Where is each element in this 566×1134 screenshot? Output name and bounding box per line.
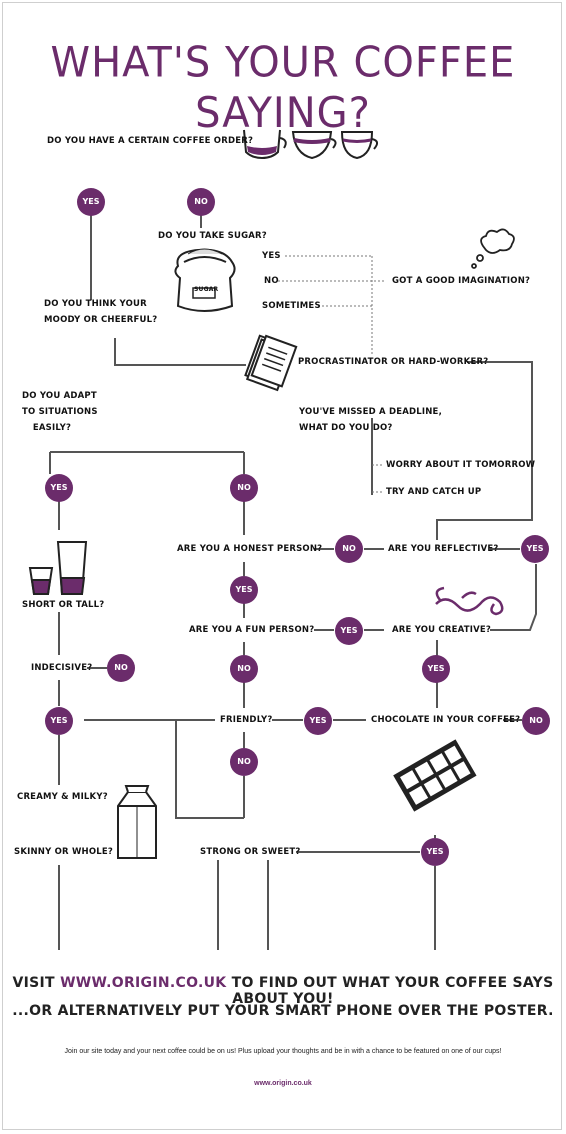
- connector-lines: [49, 215, 537, 950]
- question-friendly: FRIENDLY?: [220, 715, 273, 725]
- option-worry: WORRY ABOUT IT TOMORROW: [386, 460, 536, 470]
- badge-yes: YES: [521, 535, 549, 563]
- short-tall-glasses-icon: [28, 541, 88, 595]
- badge-yes: YES: [45, 474, 73, 502]
- question-strong: STRONG OR SWEET?: [200, 847, 301, 857]
- question-skinny: SKINNY OR WHOLE?: [14, 847, 114, 857]
- chocolate-bar-icon: [393, 739, 477, 812]
- question-short-tall: SHORT OR TALL?: [22, 600, 105, 610]
- question-chocolate: CHOCOLATE IN YOUR COFFEE?: [371, 715, 521, 725]
- sugar-bag-icon: [174, 248, 236, 312]
- question-coffee-order: DO YOU HAVE A CERTAIN COFFEE ORDER?: [47, 136, 254, 146]
- footer-link[interactable]: WWW.ORIGIN.CO.UK: [60, 975, 227, 991]
- option-sugar-yes: YES: [262, 251, 281, 261]
- badge-yes: YES: [77, 188, 105, 216]
- badge-no: NO: [230, 474, 258, 502]
- question-reflective: ARE YOU REFLECTIVE?: [388, 544, 499, 554]
- poster-title: WHAT'S YOUR COFFEE SAYING?: [50, 38, 516, 138]
- badge-yes: YES: [422, 655, 450, 683]
- option-sugar-no: NO: [264, 276, 279, 286]
- sugar-bag-label: SUGAR: [194, 286, 219, 293]
- question-indecisive: INDECISIVE?: [31, 663, 93, 673]
- question-imagination: GOT A GOOD IMAGINATION?: [392, 276, 531, 286]
- footer-url[interactable]: www.origin.co.uk: [254, 1080, 312, 1087]
- badge-yes: YES: [45, 707, 73, 735]
- badge-yes: YES: [304, 707, 332, 735]
- footer-small-print: Join our site today and your next coffee…: [64, 1048, 502, 1055]
- question-honest: ARE YOU A HONEST PERSON?: [177, 544, 323, 554]
- footer-visit: VISIT: [12, 975, 55, 991]
- question-creamy: CREAMY & MILKY?: [17, 792, 108, 802]
- footer-alt-line: ...OR ALTERNATIVELY PUT YOUR SMART PHONE…: [12, 1003, 554, 1019]
- question-procrastinator: PROCRASTINATOR OR HARD-WORKER?: [298, 357, 489, 367]
- badge-no: NO: [335, 535, 363, 563]
- thought-cloud-icon: [471, 228, 515, 269]
- badge-no: NO: [522, 707, 550, 735]
- milk-carton-icon: [117, 785, 157, 859]
- sugar-packets-icon: [244, 334, 298, 392]
- question-moody: DO YOU THINK YOUR MOODY OR CHEERFUL?: [44, 299, 158, 325]
- badge-no: NO: [107, 654, 135, 682]
- footer-visit-line: VISIT WWW.ORIGIN.CO.UK TO FIND OUT WHAT …: [0, 975, 566, 1007]
- option-catch-up: TRY AND CATCH UP: [386, 487, 482, 497]
- badge-yes: YES: [230, 576, 258, 604]
- creative-swirl-icon: [435, 586, 504, 616]
- question-fun: ARE YOU A FUN PERSON?: [189, 625, 315, 635]
- badge-no: NO: [230, 748, 258, 776]
- dotted-lines: [278, 255, 385, 493]
- footer-visit-rest: TO FIND OUT WHAT YOUR COFFEE SAYS ABOUT …: [231, 975, 554, 1007]
- question-creative: ARE YOU CREATIVE?: [392, 625, 492, 635]
- question-adapt: DO YOU ADAPT TO SITUATIONS EASILY?: [22, 391, 98, 433]
- badge-no: NO: [187, 188, 215, 216]
- cup-icons: [243, 129, 378, 160]
- question-deadline: YOU'VE MISSED A DEADLINE, WHAT DO YOU DO…: [299, 407, 442, 433]
- option-sugar-sometimes: SOMETIMES: [262, 301, 321, 311]
- question-sugar: DO YOU TAKE SUGAR?: [158, 231, 267, 241]
- badge-yes: YES: [335, 617, 363, 645]
- badge-yes: YES: [421, 838, 449, 866]
- badge-no: NO: [230, 655, 258, 683]
